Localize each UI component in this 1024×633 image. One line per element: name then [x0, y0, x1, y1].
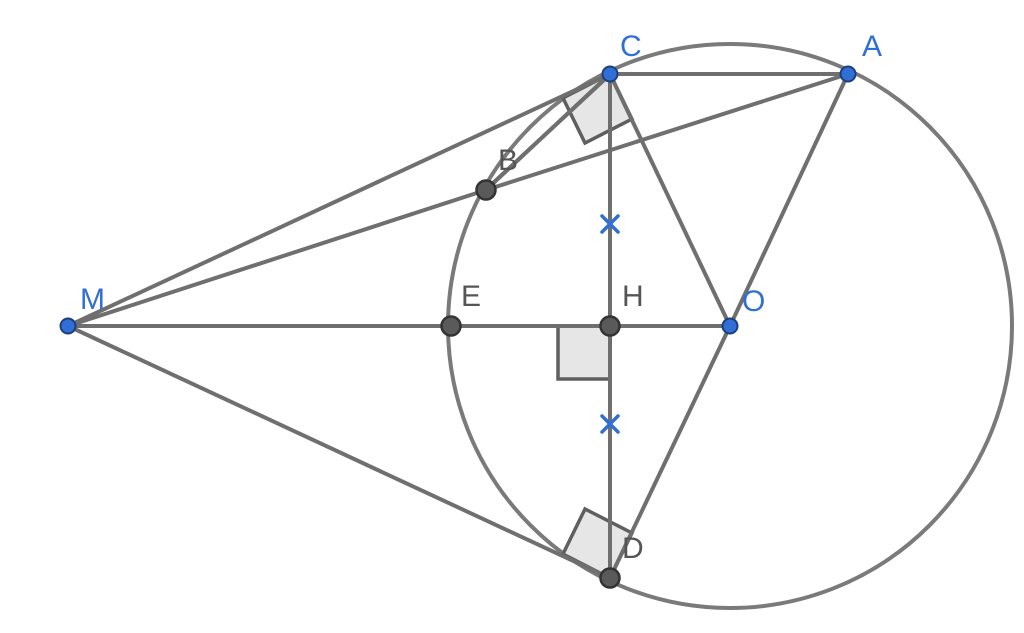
- segment-ba: [484, 72, 850, 192]
- tick-mark-hd: [600, 414, 620, 434]
- point-a: [839, 65, 857, 83]
- segment-oa: [728, 72, 850, 328]
- label-o: O: [742, 285, 765, 318]
- label-h: H: [622, 280, 644, 313]
- point-c: [601, 65, 619, 83]
- point-o: [721, 317, 739, 335]
- label-c: C: [620, 30, 642, 63]
- point-e: [440, 315, 462, 337]
- tick-mark-ch: [600, 214, 620, 234]
- label-m: M: [80, 283, 105, 316]
- segment-md: [66, 324, 612, 580]
- segment-co: [608, 72, 732, 328]
- point-b: [475, 179, 497, 201]
- label-e: E: [461, 280, 481, 313]
- segment-mb: [66, 188, 488, 328]
- segment-cb-inner: [490, 78, 606, 186]
- point-h: [599, 315, 621, 337]
- point-m: [59, 317, 77, 335]
- right-angle-h: [556, 324, 612, 381]
- label-b: B: [498, 144, 518, 177]
- segment-mc: [66, 72, 612, 328]
- label-d: D: [622, 532, 644, 565]
- segment-od: [608, 324, 732, 580]
- label-a: A: [862, 30, 882, 63]
- point-d: [599, 567, 621, 589]
